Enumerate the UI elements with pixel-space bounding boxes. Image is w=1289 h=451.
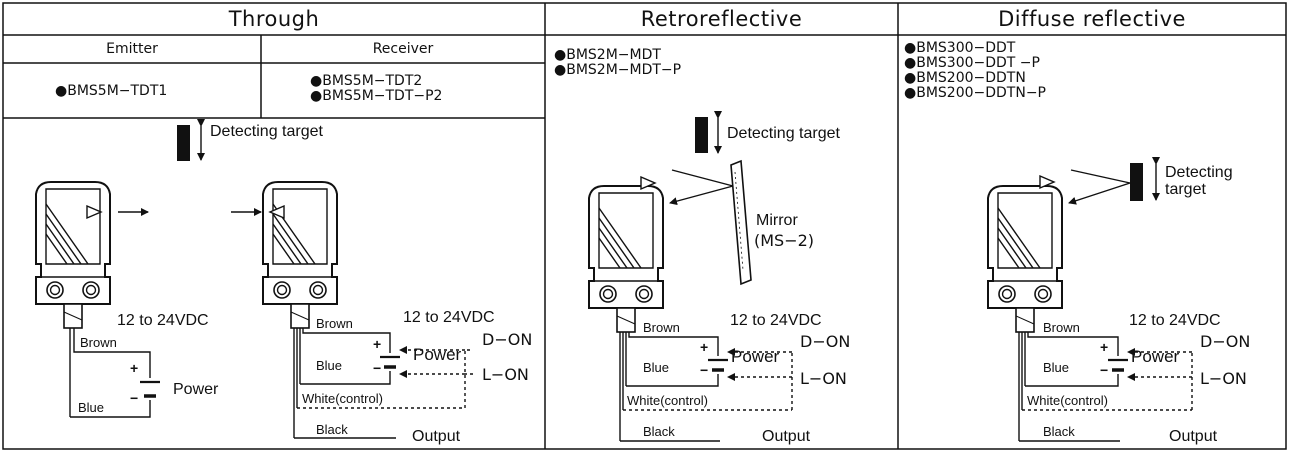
retro-model: ●BMS2M−MDT−P [554, 62, 682, 78]
emitter-label: Emitter [106, 41, 158, 57]
black-wire-label: Black [1043, 424, 1075, 439]
blue-wire-label: Blue [1043, 360, 1070, 375]
diffuse-model: ●BMS200−DDTN [904, 70, 1026, 86]
header-diffuse-reflective: Diffuse reflective [998, 7, 1186, 31]
emitter-sensor-body [35, 181, 111, 329]
brown-wire-label: Brown [643, 320, 680, 335]
l-on-label: L−ON [1200, 369, 1247, 388]
plus-sign: + [1100, 339, 1109, 355]
plus-sign: + [700, 339, 709, 355]
power-label: Power [1131, 347, 1180, 366]
output-label: Output [762, 428, 811, 445]
minus-sign: − [1100, 362, 1109, 378]
brown-wire-label: Brown [80, 335, 117, 350]
retro-model: ●BMS2M−MDT [554, 47, 661, 63]
black-wire-label: Black [643, 424, 675, 439]
voltage-label: 12 to 24VDC [117, 312, 209, 329]
blue-wire-label: Blue [78, 400, 105, 415]
detecting-label: Detecting [1165, 164, 1233, 181]
blue-wire-label: Blue [316, 358, 343, 373]
d-on-label: D−ON [1200, 332, 1251, 351]
power-label: Power [413, 345, 462, 364]
plus-sign: + [373, 336, 382, 352]
brown-wire-label: Brown [316, 316, 353, 331]
white-control-wire-label: White(control) [627, 393, 708, 408]
plus-sign: + [130, 360, 139, 376]
diffuse-detecting-target-block [1130, 163, 1143, 201]
d-on-label: D−ON [482, 330, 533, 349]
voltage-label: 12 to 24VDC [403, 309, 495, 326]
mirror-model-label: (MS−2) [754, 231, 815, 250]
target-label: target [1165, 181, 1206, 198]
power-label: Power [731, 347, 780, 366]
blue-wire-label: Blue [643, 360, 670, 375]
white-control-wire-label: White(control) [302, 391, 383, 406]
receiver-model: ●BMS5M−TDT−P2 [310, 88, 443, 104]
emitter-model: ●BMS5M−TDT1 [55, 83, 168, 99]
retro-sensor-body [588, 185, 664, 333]
l-on-label: L−ON [482, 365, 529, 384]
white-control-wire-label: White(control) [1027, 393, 1108, 408]
diffuse-model: ●BMS300−DDT −P [904, 55, 1040, 71]
diffuse-sensor-body [987, 185, 1063, 333]
minus-sign: − [373, 360, 382, 376]
voltage-label: 12 to 24VDC [1129, 312, 1221, 329]
receiver-sensor-body [262, 181, 338, 329]
d-on-label: D−ON [800, 332, 851, 351]
diffuse-model: ●BMS300−DDT [904, 40, 1016, 56]
black-wire-label: Black [316, 422, 348, 437]
output-label: Output [1169, 428, 1218, 445]
detecting-target-label: Detecting target [727, 125, 840, 142]
retro-detecting-target-block [695, 117, 708, 153]
power-label: Power [173, 381, 219, 398]
receiver-model: ●BMS5M−TDT2 [310, 73, 423, 89]
header-retroreflective: Retroreflective [640, 7, 803, 31]
output-label: Output [412, 428, 461, 445]
l-on-label: L−ON [800, 369, 847, 388]
detecting-target-label: Detecting target [210, 123, 323, 140]
mirror-reflector [730, 159, 752, 286]
minus-sign: − [130, 390, 139, 406]
brown-wire-label: Brown [1043, 320, 1080, 335]
diffuse-model: ●BMS200−DDTN−P [904, 85, 1046, 101]
voltage-label: 12 to 24VDC [730, 312, 822, 329]
header-through: Through [228, 7, 320, 31]
minus-sign: − [700, 362, 709, 378]
receiver-label: Receiver [372, 41, 434, 57]
detecting-target-block [177, 125, 190, 161]
mirror-label: Mirror [756, 212, 798, 229]
